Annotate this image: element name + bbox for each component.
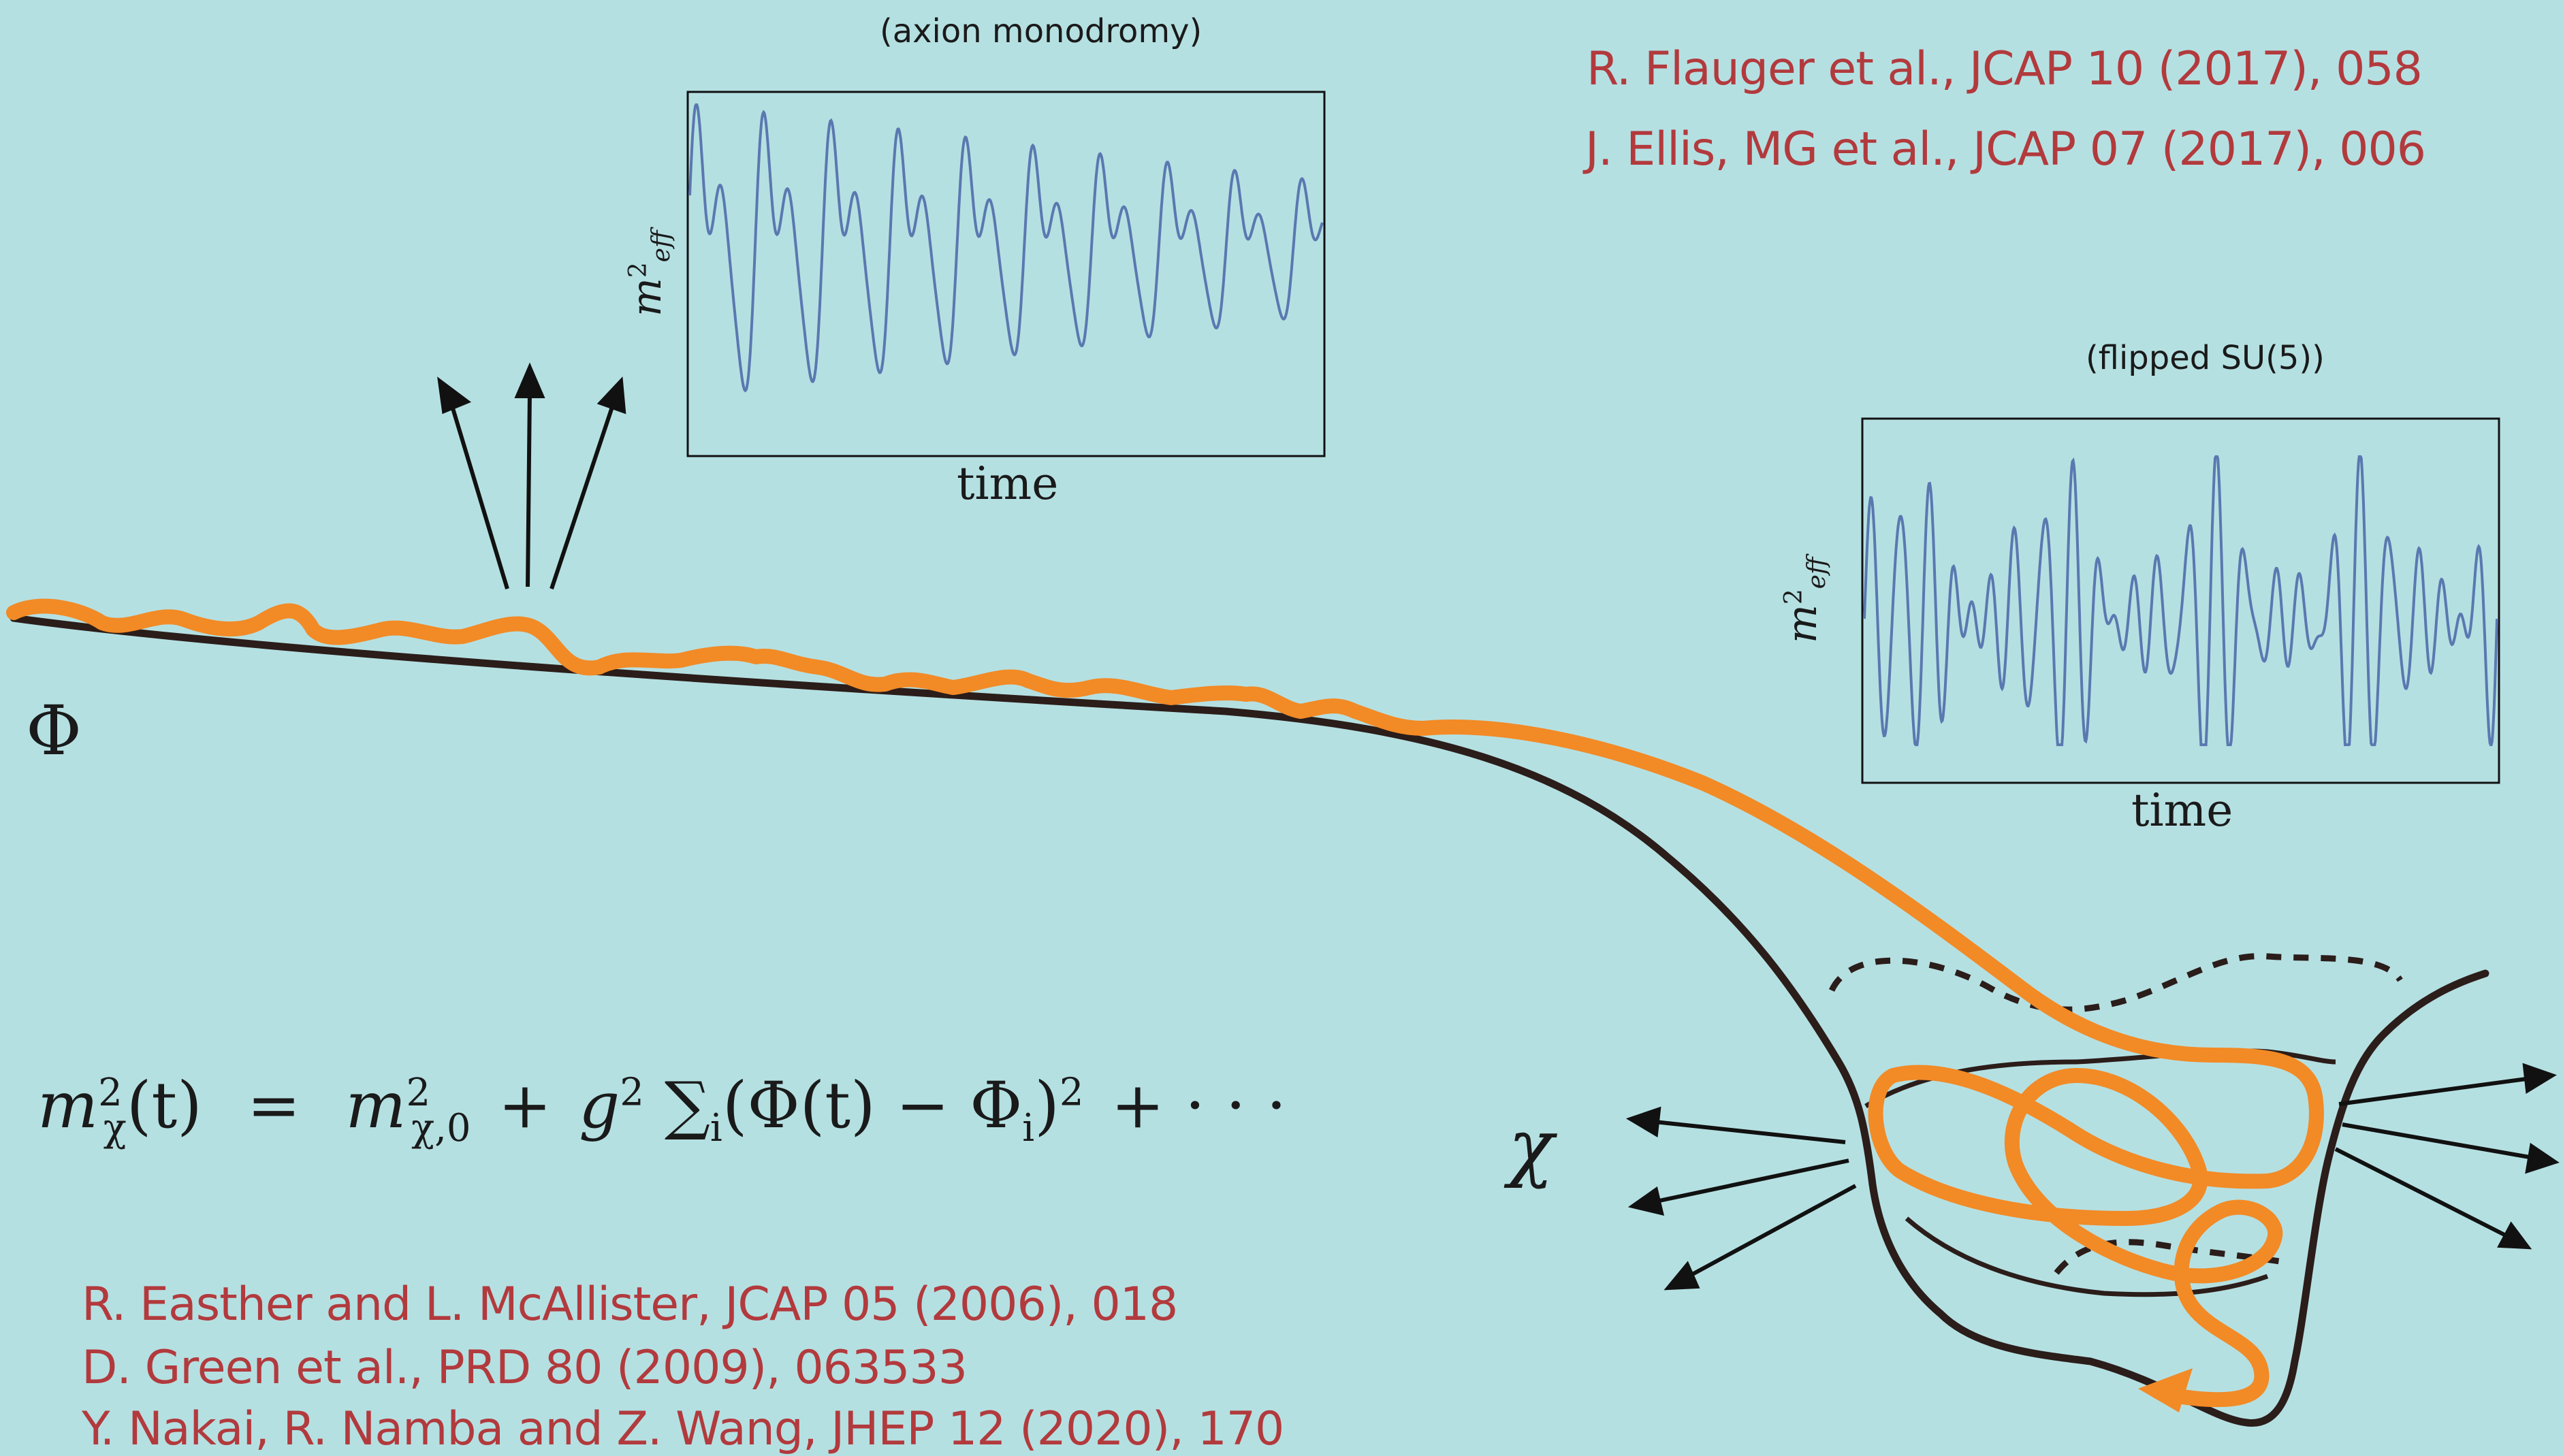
plot-left-frame bbox=[686, 91, 1326, 457]
chi-symbol: χ bbox=[1508, 1103, 1554, 1190]
bowl-dashed-top bbox=[1828, 953, 2403, 1013]
phi-symbol: Φ bbox=[26, 691, 82, 771]
plot-left-title: (axion monodromy) bbox=[880, 12, 1203, 50]
plot-left-signal bbox=[688, 103, 1324, 393]
bowl-lower-rim bbox=[1905, 1216, 2269, 1297]
inflaton-trajectory bbox=[6, 598, 2324, 1408]
production-arrows-right bbox=[2334, 1063, 2560, 1250]
reference-bottom-3: Y. Nakai, R. Namba and Z. Wang, JHEP 12 … bbox=[82, 1402, 1284, 1456]
trajectory-arrowhead bbox=[2138, 1368, 2193, 1412]
plot-left-ylabel: m2eff bbox=[623, 230, 675, 317]
plot-right-frame bbox=[1861, 417, 2500, 784]
mass-equation: m2χ(t) = m2χ,0 + g2 ∑i(Φ(t) − Φi)2 + · ·… bbox=[37, 1069, 1287, 1150]
production-arrows-left bbox=[1625, 1106, 1857, 1291]
plot-right-ylabel: m2eff bbox=[1779, 557, 1831, 643]
reference-bottom-2: D. Green et al., PRD 80 (2009), 063533 bbox=[82, 1341, 968, 1395]
reference-top-1: R. Flauger et al., JCAP 10 (2017), 058 bbox=[1587, 42, 2423, 96]
production-arrows-top bbox=[437, 362, 626, 589]
reference-bottom-1: R. Easther and L. McAllister, JCAP 05 (2… bbox=[82, 1278, 1178, 1331]
plot-right-title: (flipped SU(5)) bbox=[2086, 339, 2325, 377]
plot-right-xlabel: time bbox=[2131, 784, 2233, 837]
potential-curve bbox=[10, 614, 2489, 1427]
plot-right-signal bbox=[1863, 455, 2498, 747]
reference-top-2: J. Ellis, MG et al., JCAP 07 (2017), 006 bbox=[1585, 123, 2426, 176]
plot-left-xlabel: time bbox=[957, 457, 1059, 510]
